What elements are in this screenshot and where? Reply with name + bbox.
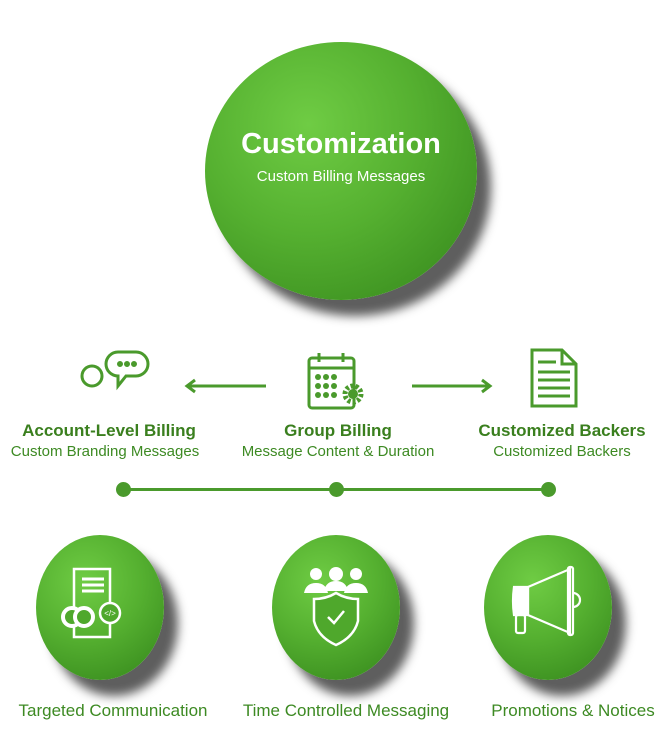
arrow-right-icon bbox=[412, 378, 493, 394]
group-billing-subtitle: Message Content & Duration bbox=[241, 443, 435, 460]
timeline-dot bbox=[541, 482, 556, 497]
chat-bubble-icon bbox=[80, 350, 150, 391]
targeted-communication-label: Targeted Communication bbox=[18, 701, 208, 720]
promotions-notices-circle bbox=[484, 535, 612, 680]
megaphone-icon bbox=[511, 565, 582, 637]
document-code-icon: </> bbox=[61, 567, 122, 639]
center-title: Customization bbox=[241, 128, 441, 160]
center-circle: Customization Custom Billing Messages bbox=[205, 42, 477, 300]
promotions-notices-label: Promotions & Notices bbox=[491, 701, 655, 720]
arrow-left-icon bbox=[184, 378, 266, 394]
timeline-dot bbox=[116, 482, 131, 497]
timeline-dot bbox=[329, 482, 344, 497]
calendar-gear-icon bbox=[307, 353, 364, 410]
time-controlled-messaging-circle bbox=[272, 535, 400, 680]
account-level-billing-title: Account-Level Billing bbox=[22, 421, 196, 440]
time-controlled-messaging-label: Time Controlled Messaging bbox=[242, 701, 450, 720]
document-icon bbox=[530, 348, 578, 408]
svg-text:</>: </> bbox=[104, 609, 116, 618]
group-billing-title: Group Billing bbox=[284, 421, 392, 440]
account-level-billing-subtitle: Custom Branding Messages bbox=[10, 443, 200, 460]
center-subtitle: Custom Billing Messages bbox=[256, 168, 426, 185]
customized-backers-title: Customized Backers bbox=[478, 421, 646, 440]
targeted-communication-circle: </> bbox=[36, 535, 164, 680]
team-shield-icon bbox=[304, 567, 368, 647]
customized-backers-subtitle: Customized Backers bbox=[493, 443, 631, 460]
